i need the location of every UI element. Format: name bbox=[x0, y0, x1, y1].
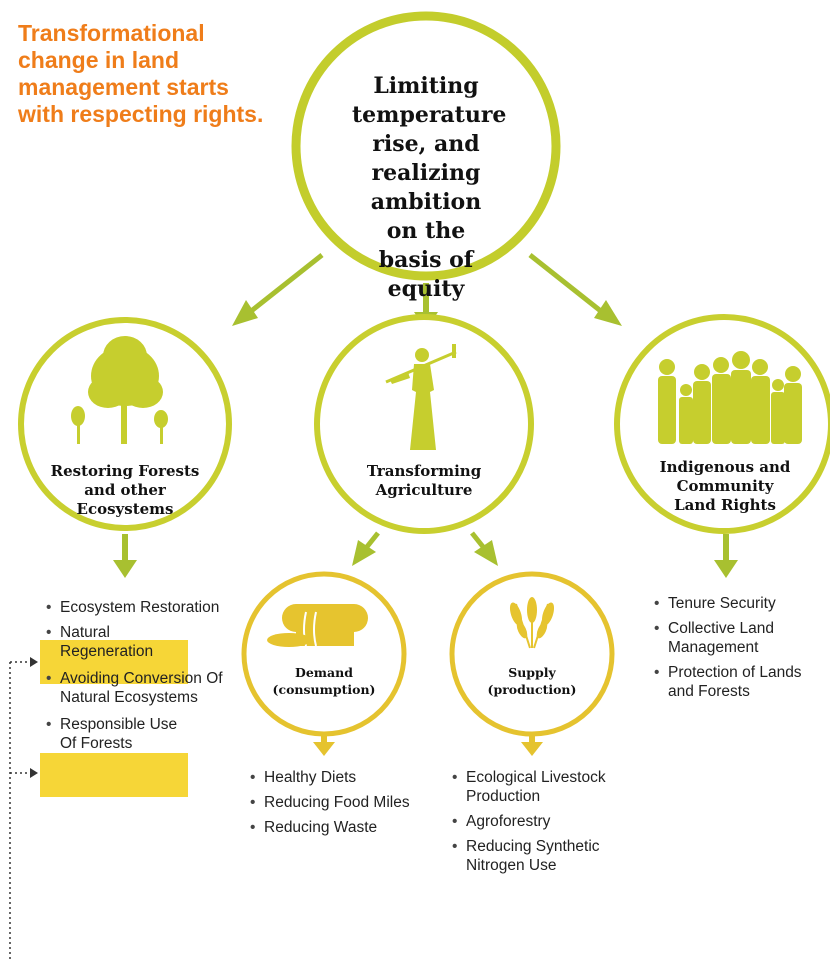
pillar-title-agriculture: Transforming Agriculture bbox=[366, 462, 482, 499]
list-item: Avoiding Conversion Of Natural Ecosystem… bbox=[44, 669, 244, 707]
supply-list: Ecological Livestock Production Agrofore… bbox=[450, 768, 640, 875]
highlight-responsible-use bbox=[40, 753, 188, 797]
tree-icon bbox=[71, 336, 168, 444]
list-item: Reducing Waste bbox=[248, 818, 448, 837]
pillar-title-rights: Indigenous and Community Land Rights bbox=[659, 458, 791, 514]
list-item: Reducing Synthetic Nitrogen Use bbox=[450, 837, 636, 875]
dotted-connector bbox=[9, 657, 38, 962]
list-item: Reducing Food Miles bbox=[248, 793, 448, 812]
top-circle-title: Limiting temperature rise, and realizing… bbox=[352, 73, 507, 302]
rights-list: Tenure Security Collective Land Manageme… bbox=[652, 594, 827, 701]
sub-title-demand: Demand (consumption) bbox=[272, 665, 376, 697]
list-item: Agroforestry bbox=[450, 812, 640, 831]
list-item: Tenure Security bbox=[652, 594, 827, 613]
list-item: Collective Land Management bbox=[652, 619, 827, 657]
pillar-arrows bbox=[113, 531, 738, 578]
top-circle bbox=[291, 11, 561, 281]
list-item: Natural Regeneration bbox=[44, 623, 180, 661]
list-item: Healthy Diets bbox=[248, 768, 448, 787]
wheat-icon bbox=[509, 597, 555, 649]
forests-list: Ecosystem Restoration Natural Regenerati… bbox=[44, 598, 244, 753]
list-item: Ecosystem Restoration bbox=[44, 598, 244, 617]
community-icon bbox=[658, 351, 802, 444]
sub-circle-demand bbox=[241, 571, 407, 737]
list-item: Responsible Use Of Forests bbox=[44, 715, 180, 753]
pillar-title-forests: Restoring Forests and other Ecosystems bbox=[50, 462, 200, 518]
list-item: Protection of Lands and Forests bbox=[652, 663, 827, 701]
demand-list: Healthy Diets Reducing Food Miles Reduci… bbox=[248, 768, 448, 837]
list-item: Ecological Livestock Production bbox=[450, 768, 640, 806]
sub-title-supply: Supply (production) bbox=[487, 665, 577, 697]
bread-icon bbox=[267, 604, 368, 647]
farmer-icon bbox=[385, 344, 457, 450]
sub-arrows bbox=[313, 733, 543, 756]
headline: Transformational change in land manageme… bbox=[18, 20, 264, 127]
